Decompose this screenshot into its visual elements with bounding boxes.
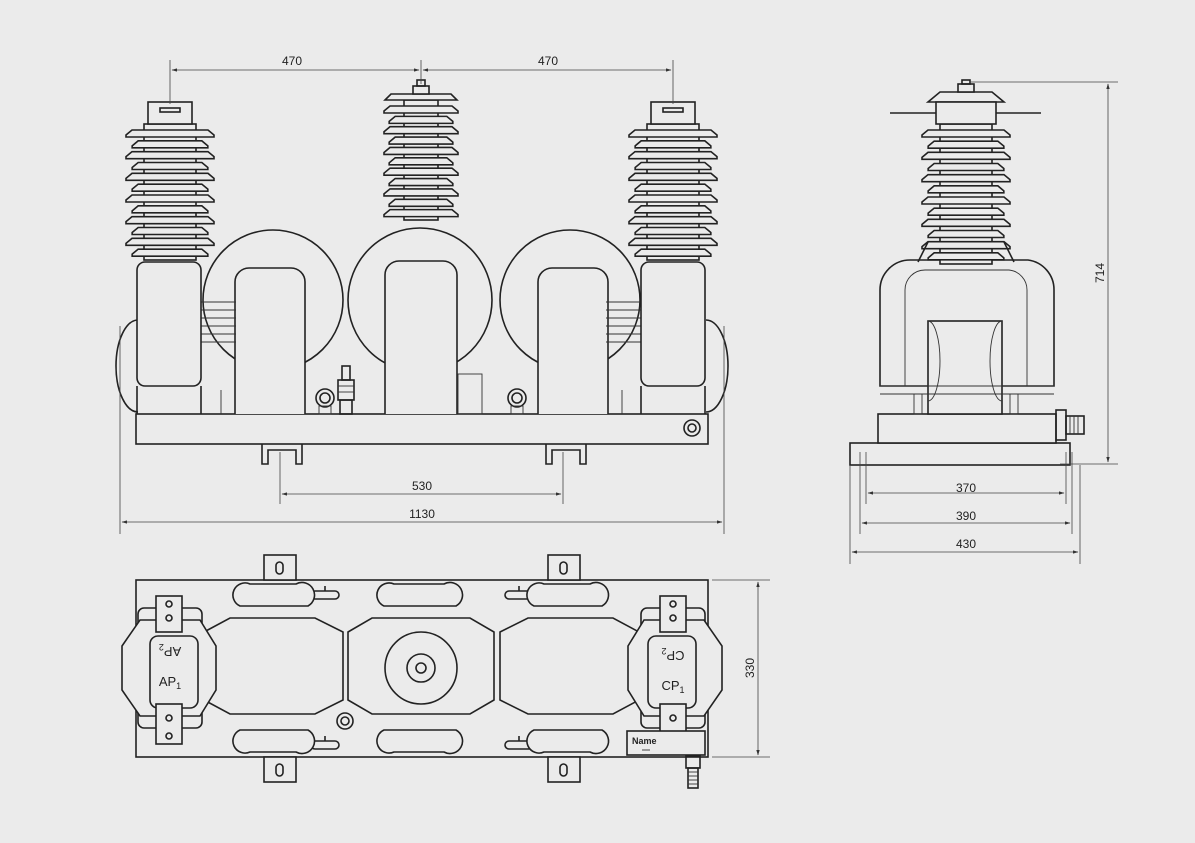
label-ap1: AP xyxy=(159,674,176,689)
label-cp1: CP xyxy=(661,678,679,693)
top-drum-center xyxy=(347,581,495,755)
valve-top-icon xyxy=(336,712,354,730)
top-view: AP2 AP1 CP2 CP1 Name 330 xyxy=(121,554,770,789)
side-base-frame xyxy=(849,442,1071,466)
svg-text:CP2: CP2 xyxy=(661,646,684,663)
side-view: 714 370 390 430 xyxy=(849,79,1118,564)
label-cp1-sub: 1 xyxy=(680,685,685,695)
dim-label-330: 330 xyxy=(743,658,757,678)
cable-gland-top xyxy=(685,755,701,789)
label-ap2-sub: 2 xyxy=(159,642,164,652)
front-mount-foot-right xyxy=(545,444,587,465)
pressure-valve xyxy=(337,365,355,415)
ground-terminal xyxy=(683,419,701,437)
side-base-plate xyxy=(877,413,1057,444)
svg-text:AP2: AP2 xyxy=(159,642,181,659)
lifting-eye-right xyxy=(507,388,527,415)
column-left xyxy=(136,261,202,387)
insulator-side xyxy=(917,79,1015,265)
dim-label-1130: 1130 xyxy=(409,507,435,521)
front-base-plate xyxy=(135,413,709,445)
dim-top xyxy=(169,60,674,104)
label-cp2-sub: 2 xyxy=(661,646,666,656)
dim-label-390: 390 xyxy=(956,509,976,523)
insulator-left xyxy=(125,101,215,261)
dim-label-470-right: 470 xyxy=(538,54,558,68)
svg-text:AP1: AP1 xyxy=(159,674,181,691)
label-ap1-sub: 1 xyxy=(176,681,181,691)
front-mount-foot-left xyxy=(261,444,303,465)
nameplate-text: Name xyxy=(632,736,657,746)
dim-label-470-left: 470 xyxy=(282,54,302,68)
label-ap2: AP xyxy=(164,644,181,659)
dim-label-530: 530 xyxy=(412,479,432,493)
dim-label-370: 370 xyxy=(956,481,976,495)
svg-text:CP1: CP1 xyxy=(661,678,684,695)
dim-bottom xyxy=(119,326,725,534)
dim-label-430: 430 xyxy=(956,537,976,551)
dim-label-714: 714 xyxy=(1093,263,1107,283)
column-right xyxy=(640,261,706,387)
top-drum-left xyxy=(203,581,344,755)
insulator-right xyxy=(628,101,718,261)
front-view: 470 470 530 1130 xyxy=(115,54,729,534)
nameplate xyxy=(626,730,706,756)
cable-gland-side xyxy=(1055,409,1085,441)
lifting-eye-left xyxy=(315,388,335,415)
label-cp2: CP xyxy=(666,648,684,663)
insulator-center xyxy=(383,79,459,221)
